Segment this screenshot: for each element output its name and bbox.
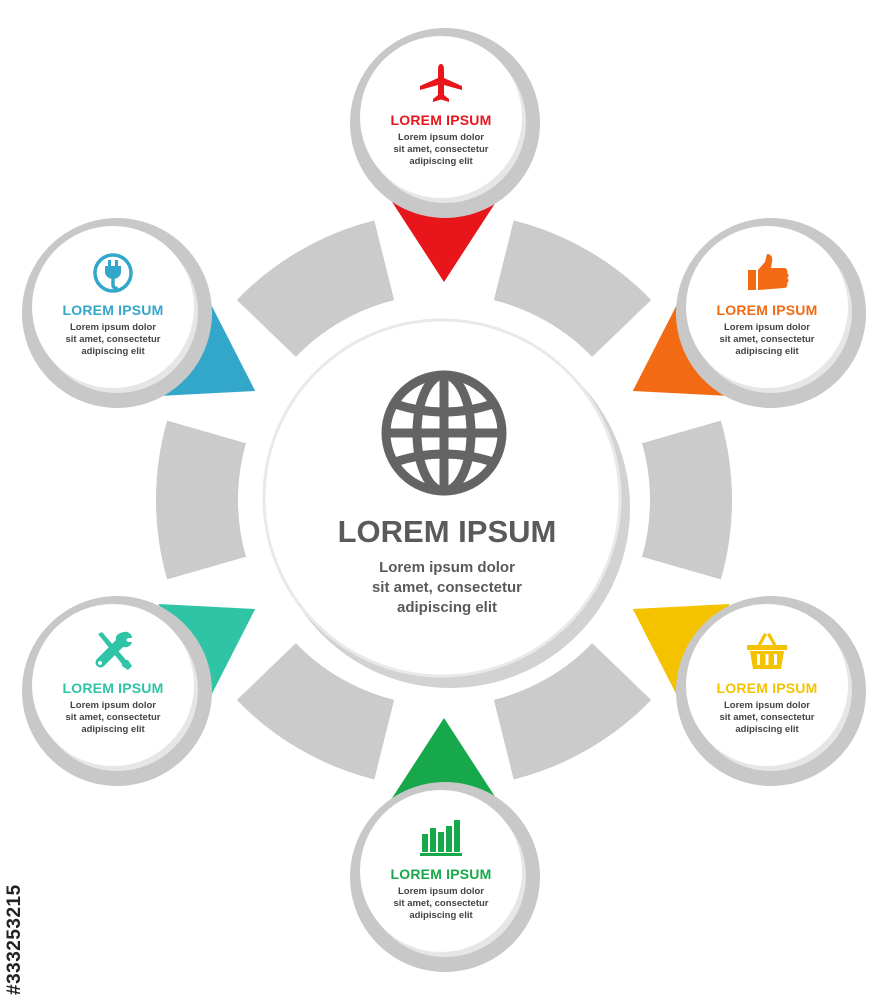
- globe-icon: [381, 370, 507, 496]
- center-title: LOREM IPSUM: [337, 514, 557, 549]
- watermark-id: #333253215: [4, 770, 26, 995]
- node-desc-line: sit amet, consectetur: [65, 712, 161, 723]
- node-bottom: LOREM IPSUM Lorem ipsum dolor sit amet, …: [350, 782, 540, 972]
- power-plug-icon: [93, 253, 133, 293]
- ring-segment: [236, 220, 395, 357]
- node-desc-line: Lorem ipsum dolor: [397, 886, 485, 897]
- node-lower-left: LOREM IPSUM Lorem ipsum dolor sit amet, …: [22, 596, 212, 786]
- ring-segment: [493, 220, 652, 357]
- shopping-basket-icon: [747, 633, 787, 669]
- node-upper-left: LOREM IPSUM Lorem ipsum dolor sit amet, …: [22, 218, 212, 408]
- center-desc-line: adipiscing elit: [396, 599, 498, 616]
- node-desc-line: Lorem ipsum dolor: [69, 322, 157, 333]
- pointer-triangle: [391, 200, 497, 282]
- ring-segment: [236, 643, 395, 780]
- node-desc-line: sit amet, consectetur: [393, 898, 489, 909]
- node-desc-line: adipiscing elit: [735, 724, 799, 735]
- center-hub: LOREM IPSUM Lorem ipsum dolor sit amet, …: [262, 340, 632, 710]
- center-desc-line: sit amet, consectetur: [371, 579, 523, 596]
- ring-segment: [493, 643, 652, 780]
- node-title: LOREM IPSUM: [62, 680, 164, 696]
- node-description: Lorem ipsum dolor sit amet, consectetur …: [32, 322, 194, 358]
- node-title: LOREM IPSUM: [62, 302, 164, 318]
- node-description: Lorem ipsum dolor sit amet, consectetur …: [686, 322, 848, 358]
- node-title: LOREM IPSUM: [390, 866, 492, 882]
- pointer-triangle: [391, 718, 497, 800]
- center-description: Lorem ipsum dolor sit amet, consectetur …: [262, 558, 632, 618]
- ring-segment: [642, 420, 732, 580]
- tools-icon: [95, 631, 132, 670]
- node-upper-right: LOREM IPSUM Lorem ipsum dolor sit amet, …: [676, 218, 866, 408]
- node-top: LOREM IPSUM Lorem ipsum dolor sit amet, …: [350, 28, 540, 218]
- node-desc-line: Lorem ipsum dolor: [723, 322, 811, 333]
- node-desc-line: adipiscing elit: [735, 346, 799, 357]
- node-desc-line: Lorem ipsum dolor: [723, 700, 811, 711]
- node-desc-line: Lorem ipsum dolor: [397, 132, 485, 143]
- node-desc-line: sit amet, consectetur: [65, 334, 161, 345]
- node-title: LOREM IPSUM: [716, 302, 818, 318]
- node-desc-line: sit amet, consectetur: [719, 334, 815, 345]
- node-desc-line: sit amet, consectetur: [393, 144, 489, 155]
- node-desc-line: sit amet, consectetur: [719, 712, 815, 723]
- node-title: LOREM IPSUM: [390, 112, 492, 128]
- node-description: Lorem ipsum dolor sit amet, consectetur …: [32, 700, 194, 736]
- node-lower-right: LOREM IPSUM Lorem ipsum dolor sit amet, …: [676, 596, 866, 786]
- node-description: Lorem ipsum dolor sit amet, consectetur …: [360, 132, 522, 168]
- bar-chart-icon: [420, 820, 462, 856]
- node-desc-line: Lorem ipsum dolor: [69, 700, 157, 711]
- thumbs-up-icon: [748, 254, 789, 290]
- node-description: Lorem ipsum dolor sit amet, consectetur …: [360, 886, 522, 922]
- node-desc-line: adipiscing elit: [409, 156, 473, 167]
- watermark-text: #333253215: [4, 884, 25, 995]
- center-desc-line: Lorem ipsum dolor: [379, 559, 515, 576]
- ring-segment: [156, 420, 246, 580]
- node-description: Lorem ipsum dolor sit amet, consectetur …: [686, 700, 848, 736]
- center-disc: [262, 318, 622, 678]
- node-desc-line: adipiscing elit: [81, 346, 145, 357]
- node-desc-line: adipiscing elit: [409, 910, 473, 921]
- node-title: LOREM IPSUM: [716, 680, 818, 696]
- node-desc-line: adipiscing elit: [81, 724, 145, 735]
- airplane-icon: [420, 64, 462, 102]
